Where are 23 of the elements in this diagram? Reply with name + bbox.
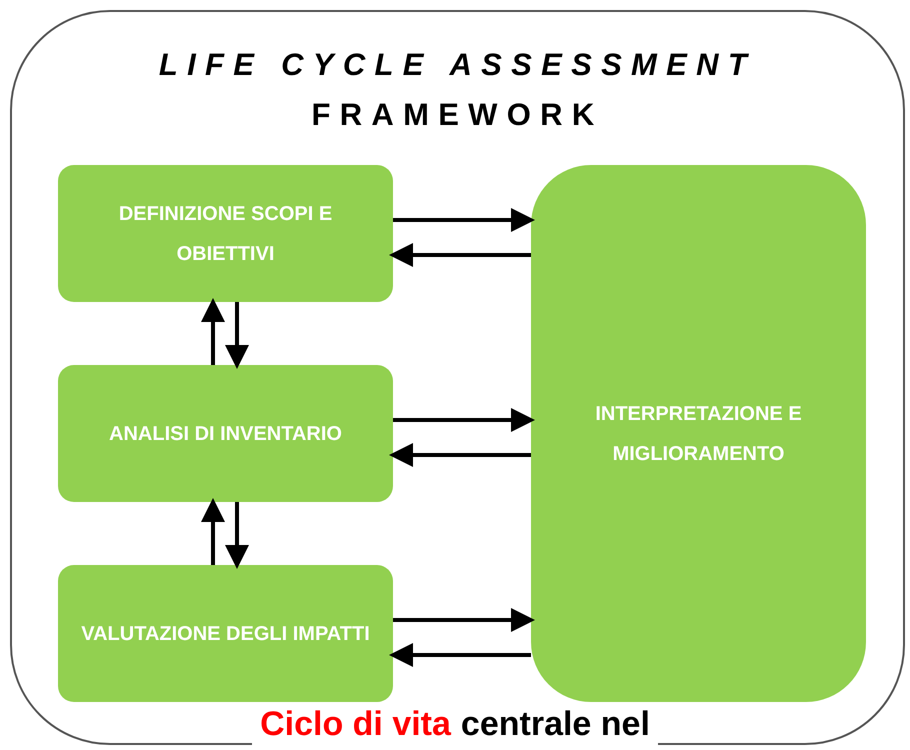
arrow <box>389 643 531 667</box>
arrow <box>389 243 531 267</box>
title-text: LIFE CYCLE ASSESSMENT <box>158 46 756 84</box>
arrow <box>201 498 225 565</box>
arrow <box>389 443 531 467</box>
box-text: INTERPRETAZIONE E MIGLIORAMENTO <box>594 402 803 466</box>
box-text: DEFINIZIONE SCOPI E OBIETTIVI <box>118 202 334 266</box>
arrow <box>393 208 535 232</box>
process-box <box>58 165 393 302</box>
arrow <box>393 408 535 432</box>
process-box <box>531 165 866 702</box>
caption-text: Ciclo di vita <box>260 704 451 745</box>
box-text: ANALISI DI INVENTARIO <box>109 422 342 446</box>
framework-frame <box>10 10 905 745</box>
title-text: FRAMEWORK <box>311 96 604 134</box>
box-text: VALUTAZIONE DEGLI IMPATTI <box>81 622 370 646</box>
arrow <box>225 302 249 369</box>
process-box <box>58 565 393 702</box>
process-box <box>58 365 393 502</box>
arrow <box>201 298 225 365</box>
caption-text: centrale nel <box>460 704 650 745</box>
arrow <box>393 608 535 632</box>
arrow <box>225 502 249 569</box>
